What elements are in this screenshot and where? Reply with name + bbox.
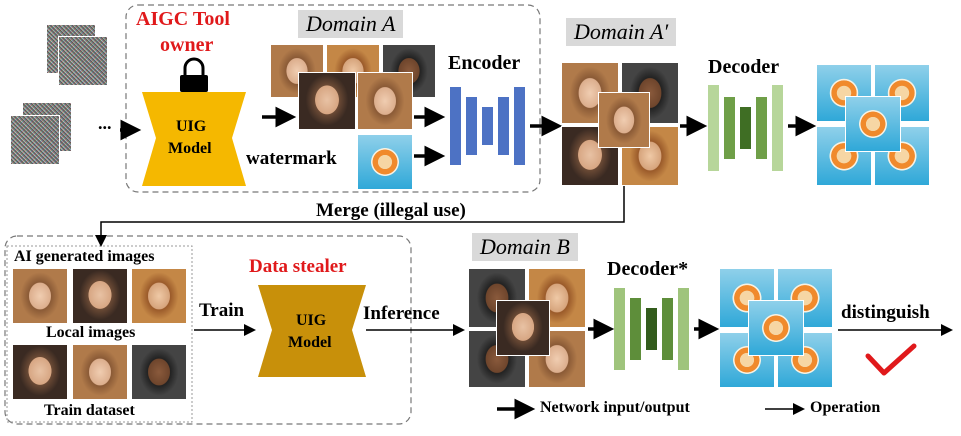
stolen-output-watermark-image-center: [748, 300, 804, 356]
local-face: [131, 344, 187, 400]
decoder-label: Decoder: [708, 56, 780, 78]
legend-operation-label: Operation: [810, 399, 881, 416]
local-face: [72, 344, 128, 400]
domain-a-tag: Domain A: [298, 10, 404, 38]
domain-a-face: [357, 72, 413, 130]
inference-label: Inference: [363, 303, 440, 324]
ai-generated-face: [131, 268, 187, 324]
merge-label: Merge (illegal use): [316, 200, 466, 221]
domain-b-tag: Domain B: [472, 233, 578, 261]
ai-generated-face: [12, 268, 68, 324]
stealer-model-label-line2: Model: [288, 334, 332, 351]
arrow-merge: [95, 186, 625, 247]
domain-a-face: [298, 72, 356, 130]
ai-generated-label: AI generated images: [14, 248, 155, 265]
check-mark-icon: [865, 343, 917, 376]
local-images-label: Local images: [46, 324, 136, 341]
train-label: Train: [199, 300, 245, 321]
decoder-star-label: Decoder*: [607, 258, 689, 280]
local-face: [12, 344, 68, 400]
lock-icon: [180, 57, 208, 92]
owner-model-label-line1: UIG: [176, 118, 207, 135]
legend-network-io-label: Network input/output: [540, 399, 690, 416]
owner-label-line2: owner: [160, 34, 214, 56]
decoder-star-bars: [614, 288, 689, 370]
ellipsis-label: ...: [98, 113, 112, 133]
noise-image: [10, 115, 60, 165]
distinguish-label: distinguish: [841, 302, 930, 323]
owner-model-label-line2: Model: [168, 140, 212, 157]
domain-b-face-center: [496, 300, 550, 356]
domain-a-prime-tag: Domain A′: [566, 18, 677, 46]
encoder-label: Encoder: [448, 52, 521, 74]
encoder-bars: [450, 87, 525, 165]
watermark-image: [357, 134, 413, 190]
output-watermark-image-center: [845, 96, 901, 152]
train-dataset-label: Train dataset: [44, 402, 135, 419]
owner-group-box: [125, 4, 541, 193]
domain-a-prime-face-center: [598, 92, 650, 148]
ai-generated-face: [72, 268, 128, 324]
owner-label-line1: AIGC Tool: [136, 8, 230, 30]
owner-uig-model-shape: [142, 92, 246, 186]
stealer-model-label-line1: UIG: [296, 312, 327, 329]
decoder-bars: [708, 85, 783, 171]
noise-image: [58, 36, 108, 86]
stealer-uig-model-shape: [258, 285, 366, 377]
data-stealer-label: Data stealer: [249, 256, 347, 277]
watermark-label: watermark: [246, 148, 337, 169]
